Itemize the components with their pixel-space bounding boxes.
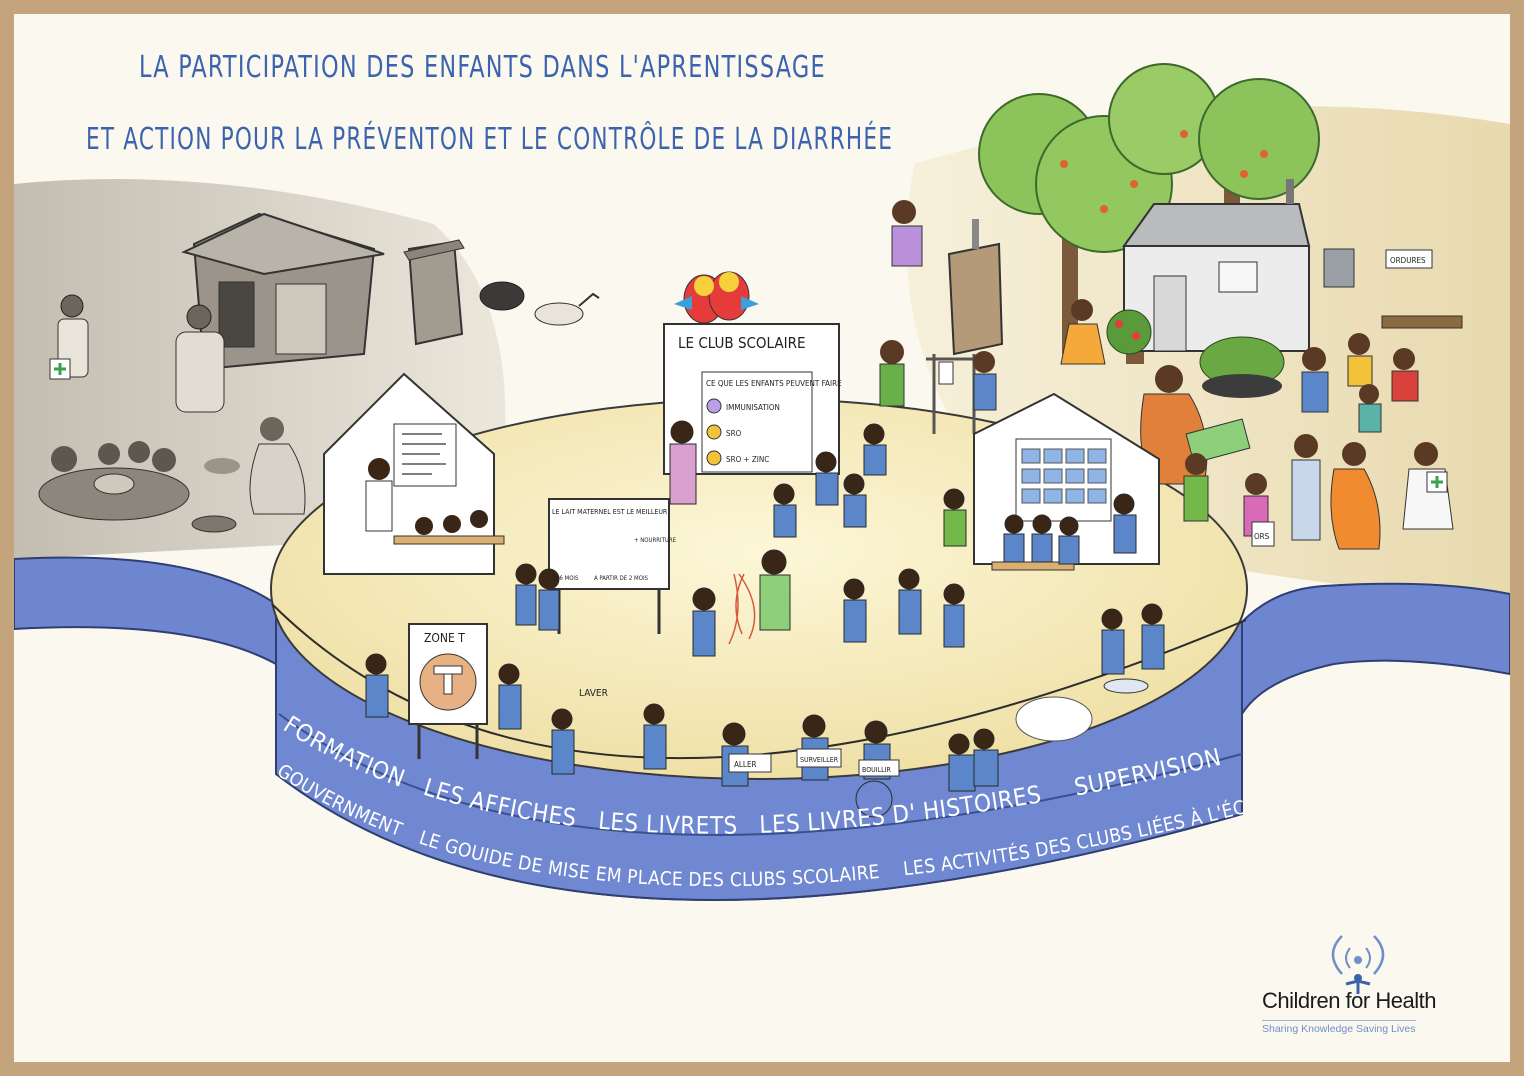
ors-sign: ORS [1254,532,1270,541]
breastfeeding-extra: + NOURRITURE [634,537,677,544]
club-item-1: IMMUNISATION [726,403,780,412]
logo-figure-icon [1331,935,1385,994]
poster: LE CLUB SCOLAIRE CE QUE LES ENFANTS PEUV… [14,14,1510,1062]
card-aller-text: ALLER [734,760,756,769]
card-aller [728,753,772,773]
logo-name: Children for Health [1262,988,1436,1013]
grey-village [38,212,600,533]
card-surveiller-text: SURVEILLER [800,756,839,764]
poster-title-line2: ET ACTION POUR LA PRÉVENTON ET LE CONTRÔ… [86,122,894,157]
healthy-village [879,63,1463,550]
poster-title-line1: LA PARTICIPATION DES ENFANTS DANS L'APRE… [139,50,826,85]
card-bouillir-text: BOUILLIR [862,766,891,774]
schoolchildren [365,420,1165,818]
classroom-left [323,372,505,575]
ordures-sign: ORDURES [1390,256,1426,265]
club-item-2: SRO [726,429,742,438]
zone-t-sign [408,623,488,759]
club-item-3: SRO + ZINC [726,455,769,464]
logo-tagline: Sharing Knowledge Saving Lives [1262,1020,1416,1035]
streamers [728,573,756,645]
card-surveiller [796,748,842,768]
wash-basin [1103,678,1149,694]
breastfeeding-title: LE LAIT MATERNEL EST LE MEILLEUR [552,508,668,516]
laver-label: LAVER [579,688,608,699]
card-bouillir [858,759,900,777]
illustration: LE CLUB SCOLAIRE CE QUE LES ENFANTS PEUV… [14,14,1510,901]
band-livrets: LES LIVRETS [597,807,738,840]
club-board-heading: CE QUE LES ENFANTS PEUVENT FAIRE [706,379,842,388]
zone-t-label: ZONE T [424,631,465,645]
club-board-title: LE CLUB SCOLAIRE [678,334,806,352]
thought-bubble [1015,696,1093,742]
breastfeeding-age1: 0-6 MOIS [554,575,579,582]
children-for-health-logo: Children for Health Sharing Knowledge Sa… [1254,934,1494,1044]
band-divider [278,713,1243,836]
breastfeeding-age2: A PARTIR DE 2 MOIS [594,575,649,582]
